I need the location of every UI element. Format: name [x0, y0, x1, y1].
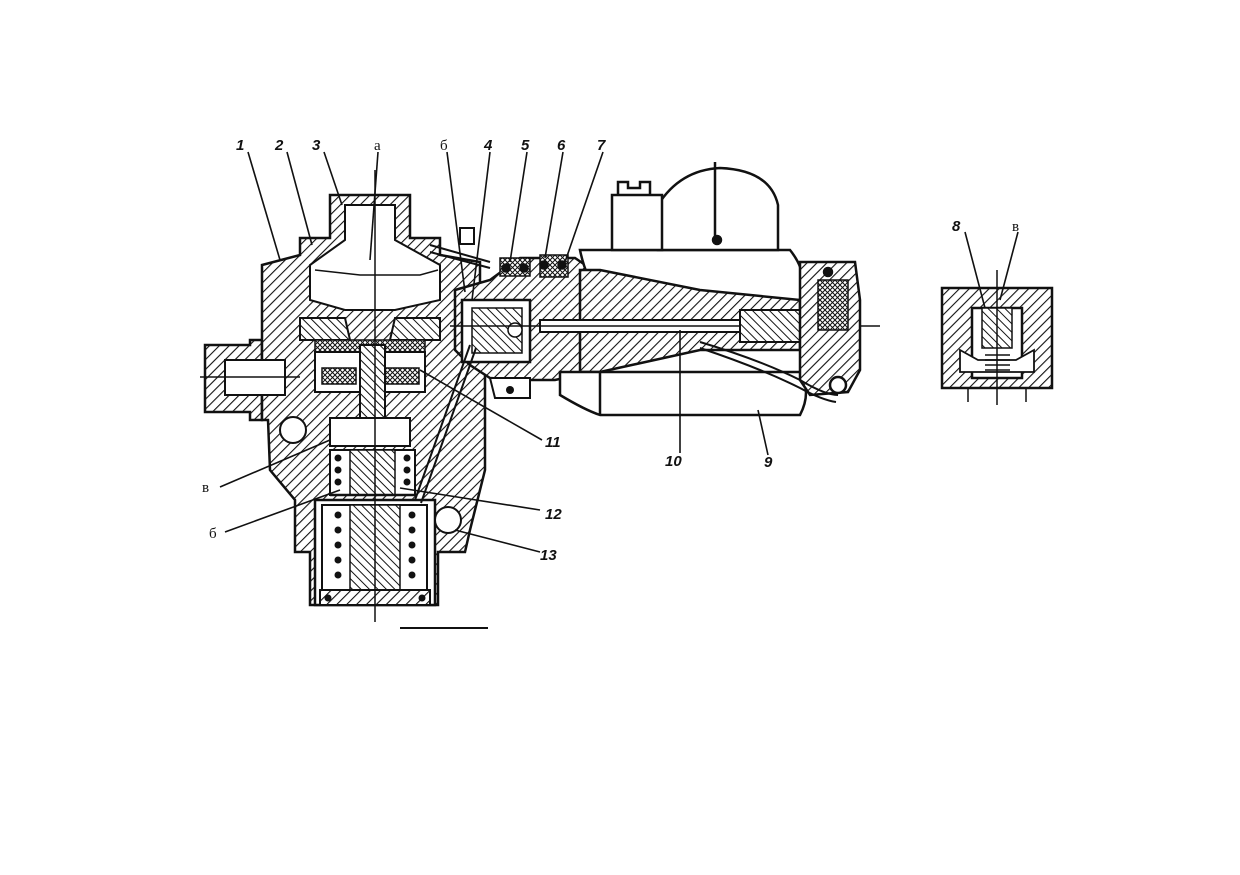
leader-lines — [219, 151, 1019, 553]
diaphragm-right — [388, 317, 441, 341]
lower-spring — [334, 511, 416, 579]
label-2: 2 — [274, 137, 284, 154]
label-6: 6 — [557, 137, 566, 154]
label-11: 11 — [545, 434, 561, 451]
label-v-detail: в — [1012, 219, 1019, 235]
end-nut — [798, 260, 862, 397]
upper-spring — [334, 454, 411, 486]
label-13: 13 — [540, 547, 557, 564]
coil-left — [321, 367, 357, 385]
label-5: 5 — [521, 137, 530, 154]
label-4: 4 — [483, 137, 493, 154]
detail-view-valve — [940, 270, 1054, 405]
bolt-hole-right — [434, 506, 462, 534]
label-10: 10 — [665, 453, 682, 470]
label-9: 9 — [764, 454, 773, 471]
terminal-cap — [610, 162, 780, 252]
label-3: 3 — [312, 137, 321, 154]
label-b-left: б — [209, 526, 217, 542]
diaphragm-left — [299, 317, 352, 341]
label-12: 12 — [545, 506, 562, 523]
label-7: 7 — [597, 137, 606, 154]
wire-lead — [699, 341, 839, 396]
bolt-hole-left — [279, 416, 307, 444]
label-b-top: б — [440, 138, 448, 154]
label-a: а — [374, 138, 381, 154]
label-v-left: в — [202, 480, 209, 496]
label-1: 1 — [236, 137, 244, 154]
coil-right — [384, 367, 420, 385]
label-8: 8 — [952, 218, 961, 235]
